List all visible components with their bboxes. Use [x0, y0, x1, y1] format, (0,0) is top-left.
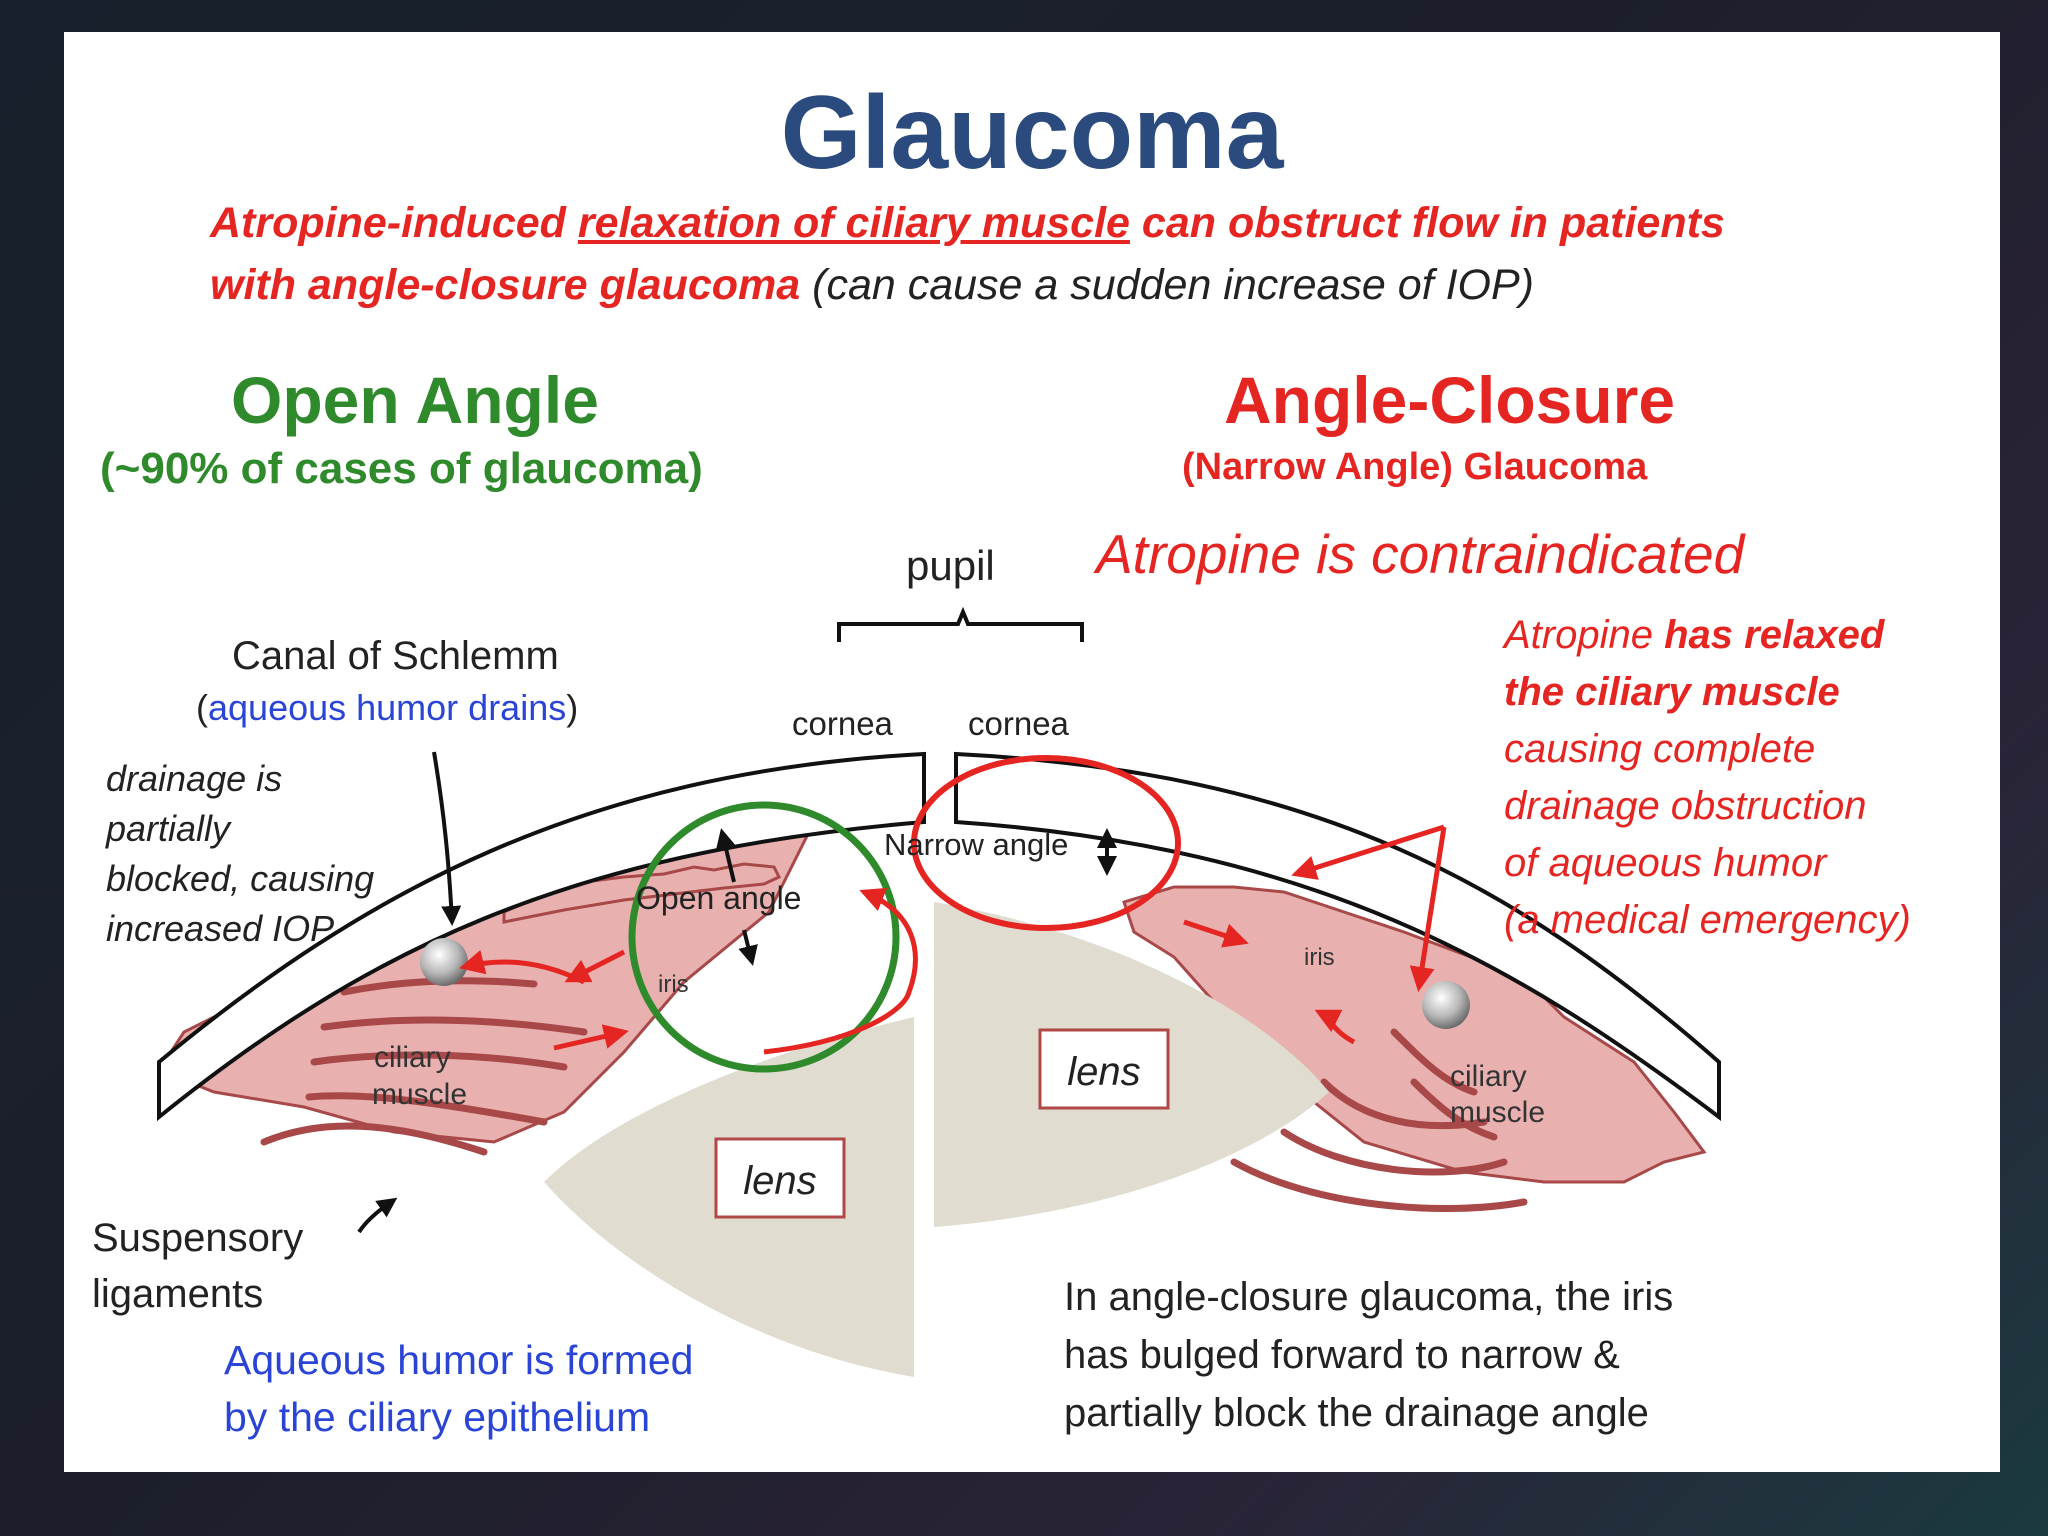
- left-flow-arrows: [459, 887, 918, 1055]
- right-cornea-label: cornea: [968, 705, 1070, 742]
- pupil-label: pupil: [906, 542, 995, 589]
- right-flow-arrows: [1183, 824, 1447, 1045]
- open-angle-subheading: (~90% of cases of glaucoma): [100, 444, 703, 493]
- narrow-angle-circle: [911, 755, 1181, 931]
- atropine-note-l1b: has relaxed: [1664, 613, 1885, 657]
- open-angle-heading: Open Angle: [231, 363, 599, 437]
- drainage-l4: increased IOP: [106, 908, 335, 949]
- angle-closure-l1: In angle-closure glaucoma, the iris: [1064, 1275, 1674, 1319]
- intro-line2-bold: with angle-closure glaucoma: [210, 261, 801, 309]
- left-lens-box: [714, 1137, 846, 1219]
- drainage-l3: blocked, causing: [106, 858, 375, 899]
- intro-part2: can obstruct flow in patients: [1129, 199, 1725, 247]
- drainage-l1: drainage is: [106, 758, 283, 799]
- left-cornea-label: cornea: [792, 705, 894, 742]
- right-ciliary-label-1: ciliary: [1450, 1060, 1527, 1093]
- intro-underlined: relaxation of ciliary muscle: [577, 199, 1130, 247]
- atropine-note: Atropine has relaxed the ciliary muscle …: [1504, 607, 1911, 949]
- left-iris-label: iris: [658, 971, 689, 998]
- atropine-note-l5: of aqueous humor: [1504, 841, 1827, 885]
- left-ciliary-label-1: ciliary: [374, 1041, 451, 1074]
- right-canal-of-schlemm-ball: [1422, 981, 1470, 1029]
- aqueous-l1: Aqueous humor is formed: [224, 1337, 694, 1383]
- canal-open-paren: (: [196, 687, 208, 728]
- right-ciliary-folds: [1230, 1028, 1528, 1212]
- atropine-note-l1a: Atropine: [1504, 613, 1665, 657]
- left-lens-label: lens: [743, 1159, 816, 1203]
- left-angle-arrows: [357, 751, 758, 1234]
- atropine-note-l3: causing complete: [1504, 727, 1816, 771]
- narrow-angle-label: Narrow angle: [884, 827, 1068, 862]
- drainage-note: drainage is partially blocked, causing i…: [106, 754, 374, 954]
- contraindication-text: Atropine is contraindicated: [1096, 523, 1745, 585]
- right-lens-label: lens: [1067, 1050, 1140, 1094]
- drainage-l2: partially: [106, 808, 231, 849]
- angle-closure-heading: Angle-Closure: [1224, 363, 1676, 437]
- pupil-bracket: [837, 606, 1084, 642]
- atropine-note-l2: the ciliary muscle: [1504, 670, 1840, 714]
- left-ciliary-label-2: muscle: [372, 1078, 467, 1111]
- atropine-note-l4: drainage obstruction: [1504, 784, 1867, 828]
- suspensory-l1: Suspensory: [92, 1216, 304, 1260]
- page-title: Glaucoma: [780, 75, 1284, 191]
- right-lens-box: [1038, 1028, 1170, 1110]
- left-canal-of-schlemm-ball: [420, 938, 468, 986]
- angle-closure-note: In angle-closure glaucoma, the iris has …: [1064, 1268, 1673, 1442]
- aqueous-humor-note: Aqueous humor is formed by the ciliary e…: [224, 1332, 693, 1446]
- open-angle-circle: [628, 801, 900, 1073]
- suspensory-l2: ligaments: [92, 1272, 264, 1316]
- left-ciliary-folds: [260, 977, 588, 1156]
- canal-sub-text: aqueous humor drains: [208, 687, 567, 728]
- slide: lens cornea Open angle iris ciliary musc…: [64, 32, 2000, 1472]
- canal-of-schlemm-label: Canal of Schlemm: [232, 634, 559, 678]
- eye-diagram: lens cornea Open angle iris ciliary musc…: [156, 606, 1721, 1377]
- angle-closure-l2: has bulged forward to narrow &: [1064, 1333, 1620, 1377]
- right-ciliary-label-2: muscle: [1450, 1096, 1545, 1129]
- intro-line2-normal: (can cause a sudden increase of IOP): [800, 261, 1534, 309]
- open-angle-label: Open angle: [636, 880, 801, 916]
- aqueous-l2: by the ciliary epithelium: [224, 1394, 651, 1440]
- intro-text: Atropine-induced relaxation of ciliary m…: [210, 192, 1725, 316]
- right-cornea: [954, 751, 1721, 1122]
- atropine-note-l6: (a medical emergency): [1504, 898, 1911, 942]
- angle-closure-subheading: (Narrow Angle) Glaucoma: [1182, 446, 1648, 488]
- angle-closure-l3: partially block the drainage angle: [1064, 1391, 1649, 1435]
- canal-sub-label: (aqueous humor drains): [196, 687, 578, 729]
- intro-part1: Atropine-induced: [210, 199, 578, 247]
- canal-close-paren: ): [566, 687, 579, 728]
- right-iris-label: iris: [1304, 944, 1335, 971]
- suspensory-ligaments-label: Suspensory ligaments: [92, 1210, 303, 1322]
